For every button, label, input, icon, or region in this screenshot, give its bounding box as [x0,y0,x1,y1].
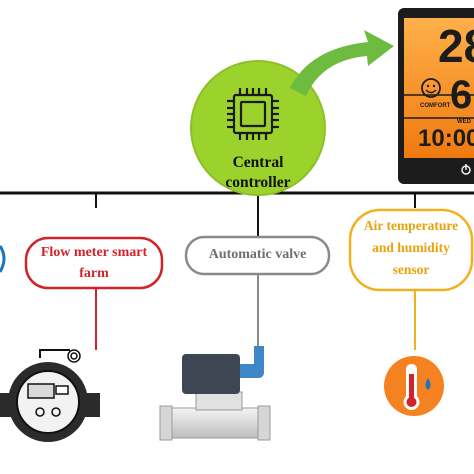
left-partial-node [0,245,6,273]
display-reading-top: 28 [438,20,474,72]
central-controller-label-line2: controller [225,174,291,191]
automatic-valve-label: Automatic valve [208,247,307,262]
display-clock-text: 10:00 [418,125,474,152]
display-reading-mid: 6 [450,73,473,117]
valve-icon [159,346,271,441]
display-comfort-text: COMFORT [420,103,451,109]
smiley-icon [421,78,441,98]
flow-meter-box [24,236,164,290]
chip-icon [227,88,279,140]
light-bulb-icon [461,165,471,175]
display-day-text: WED [457,119,471,125]
air-sensor-label-line3: sensor [392,262,430,277]
air-sensor-label-line2: and humidity [372,240,450,255]
central-controller-node [190,60,326,196]
thermometer-icon [384,356,444,416]
flow-meter-icon [0,349,100,442]
air-sensor-box [348,208,474,292]
flow-meter-label-line1: Flow meter smart [40,245,148,260]
central-controller-label-line1: Central [232,154,284,171]
display-device [398,8,474,184]
output-arrow [290,30,394,96]
air-sensor-label-line1: Air temperature [363,218,459,233]
flow-meter-label-line2: farm [79,266,109,281]
